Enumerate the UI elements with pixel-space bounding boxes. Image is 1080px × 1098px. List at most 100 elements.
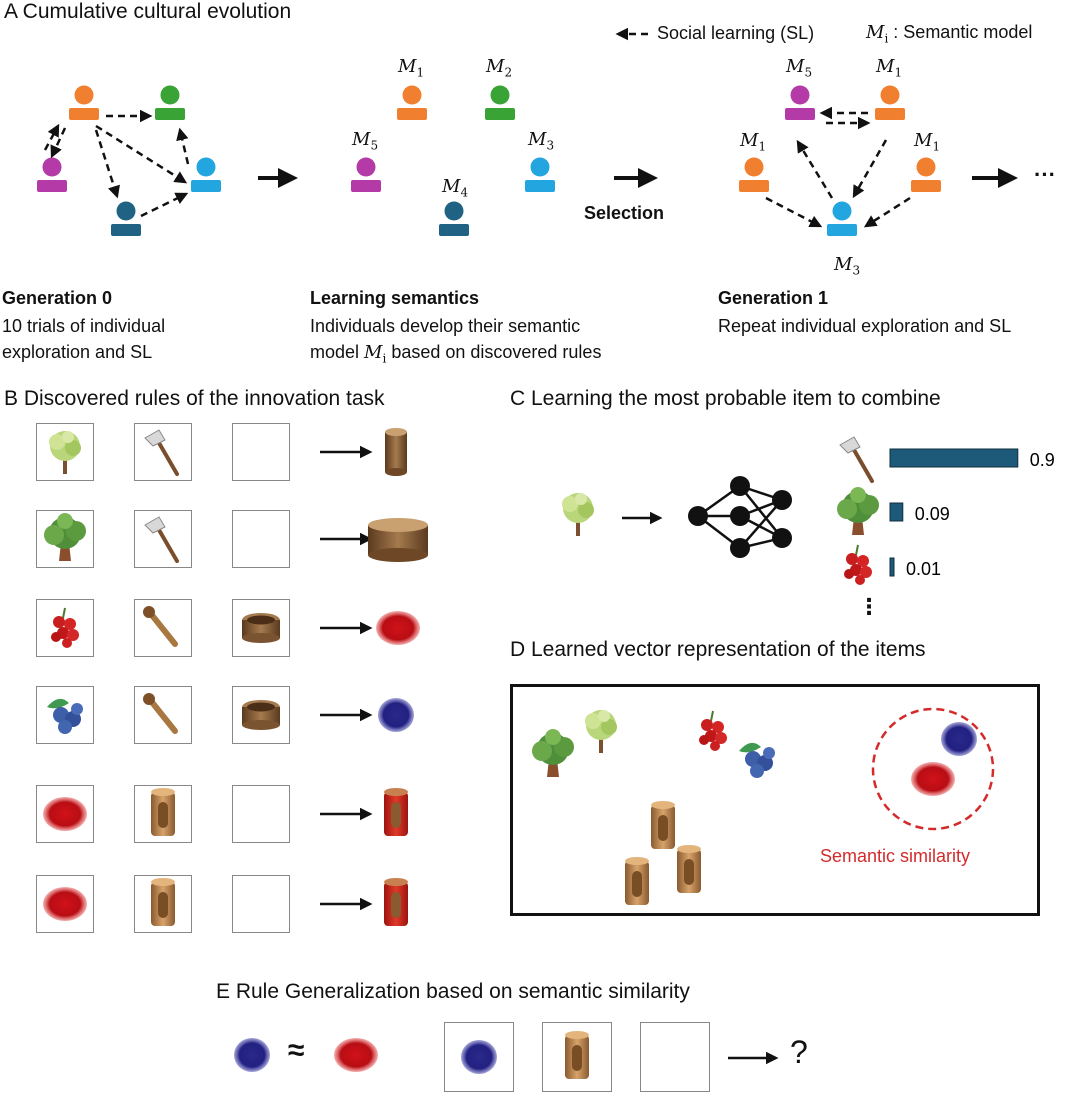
agent-m4-icon xyxy=(439,201,469,236)
agent-cyan-icon xyxy=(191,157,221,192)
probability-bar-currant xyxy=(889,557,895,577)
rule6-item3 xyxy=(232,875,290,933)
tree-input-icon xyxy=(562,493,594,536)
bone-icon xyxy=(143,606,175,644)
blue-powder-point-icon xyxy=(941,722,977,756)
tree-big-icon xyxy=(44,513,86,561)
panel-a-title: A Cumulative cultural evolution xyxy=(4,0,292,23)
label-m5: M5 xyxy=(352,129,379,153)
ellipsis: ··· xyxy=(1034,162,1056,187)
agent-orange-icon xyxy=(69,85,99,120)
gen0-title: Generation 0 xyxy=(2,288,113,308)
label-m4: M4 xyxy=(442,176,469,200)
learning-line2: model Mi based on discovered rules xyxy=(310,342,602,366)
gen1-line1: Repeat individual exploration and SL xyxy=(718,316,1012,336)
rule3-item2 xyxy=(134,599,192,657)
red-tube-result-icon xyxy=(384,788,408,836)
rule6-item1 xyxy=(36,875,94,933)
rule4-item3 xyxy=(232,686,290,744)
panel-d-title: D Learned vector representation of the i… xyxy=(510,638,926,661)
probability-bars: 0.9 0.09 0.01 xyxy=(837,435,1055,585)
agent-purple-icon xyxy=(37,157,67,192)
redcurrant-point-icon xyxy=(698,710,728,752)
red-tube-result-icon xyxy=(384,878,408,926)
rule1-item2 xyxy=(134,423,192,481)
query-item2 xyxy=(542,1022,612,1092)
tree-small-point-icon xyxy=(585,710,617,753)
gen0-network xyxy=(37,85,221,236)
vector-space-plot xyxy=(532,707,995,905)
agent-m2-icon xyxy=(485,85,515,120)
rule5-item2 xyxy=(134,785,192,843)
blue-powder-result-icon xyxy=(378,698,414,732)
rule5-item3 xyxy=(232,785,290,843)
blue-powder-icon xyxy=(461,1040,497,1074)
gen1-agent-m1-right-icon xyxy=(911,157,941,192)
legend-model-symbol: Mi xyxy=(866,22,889,46)
probability-value-tree: 0.09 xyxy=(915,504,950,524)
rule1-item3 xyxy=(232,423,290,481)
panel-b-title: B Discovered rules of the innovation tas… xyxy=(4,387,385,410)
approx-symbol: ≈ xyxy=(288,1034,305,1067)
rules-results xyxy=(320,428,428,926)
tree-big-point-icon xyxy=(532,729,574,777)
wooden-bowl-icon xyxy=(242,700,280,730)
tube-point-icon xyxy=(651,801,675,849)
panel-e-title: E Rule Generalization based on semantic … xyxy=(216,980,690,1003)
gen1-title: Generation 1 xyxy=(718,288,829,308)
agent-m3-icon xyxy=(525,157,555,192)
rule3-item1 xyxy=(36,599,94,657)
probability-value-axe: 0.9 xyxy=(1030,450,1055,470)
label-m1: M1 xyxy=(398,56,425,80)
axe-icon xyxy=(143,515,179,563)
wood-tube-icon xyxy=(151,878,175,926)
rule6-item2 xyxy=(134,875,192,933)
wood-tube-icon xyxy=(151,788,175,836)
neural-network-diagram xyxy=(562,476,792,558)
rule2-item3 xyxy=(232,510,290,568)
rule2-item2 xyxy=(134,510,192,568)
tube-point-icon xyxy=(677,845,701,893)
gen0-line2: exploration and SL xyxy=(2,342,153,362)
agent-green-icon xyxy=(155,85,185,120)
gen1-agent-m1-left-icon xyxy=(739,157,769,192)
legend-sl-label: Social learning (SL) xyxy=(657,23,815,43)
gen0-line1: 10 trials of individual xyxy=(2,316,166,336)
blue-powder-icon xyxy=(234,1038,270,1072)
bone-icon xyxy=(143,693,175,731)
network-nodes xyxy=(688,476,792,558)
tree-small-icon xyxy=(49,431,81,474)
panel-c-title: C Learning the most probable item to com… xyxy=(510,387,941,410)
label-m3: M3 xyxy=(528,129,555,153)
gen1-agent-m1-top-icon xyxy=(875,85,905,120)
selection-label: Selection xyxy=(584,203,665,223)
blueberry-icon xyxy=(47,698,83,734)
gen1-label-m1-top: M1 xyxy=(876,56,903,80)
red-powder-result-icon xyxy=(376,611,420,645)
semantic-similarity-label: Semantic similarity xyxy=(820,846,971,866)
red-powder-icon xyxy=(43,887,87,921)
gen1-label-m3: M3 xyxy=(834,254,861,278)
tree-candidate-icon xyxy=(837,487,879,535)
gen1-agent-m5-icon xyxy=(785,85,815,120)
query-arrow xyxy=(728,1051,779,1065)
rule5-item1 xyxy=(36,785,94,843)
agent-m5-icon xyxy=(351,157,381,192)
agent-navy-icon xyxy=(111,201,141,236)
query-item3 xyxy=(640,1022,710,1092)
learning-title: Learning semantics xyxy=(310,288,480,308)
panel-a-diagram xyxy=(37,85,1018,236)
query-item1 xyxy=(444,1022,514,1092)
rule4-item2 xyxy=(134,686,192,744)
gen1-label-m5: M5 xyxy=(786,56,813,80)
tube-point-icon xyxy=(625,857,649,905)
wood-tube-icon xyxy=(565,1031,589,1079)
label-m2: M2 xyxy=(486,56,513,80)
gen1-agent-m3-icon xyxy=(827,201,857,236)
axe-icon xyxy=(143,428,179,476)
agent-m1-icon xyxy=(397,85,427,120)
axe-candidate-icon xyxy=(838,435,874,483)
log-icon xyxy=(385,428,407,476)
probability-bar-axe xyxy=(889,448,1019,468)
rule3-item3 xyxy=(232,599,290,657)
